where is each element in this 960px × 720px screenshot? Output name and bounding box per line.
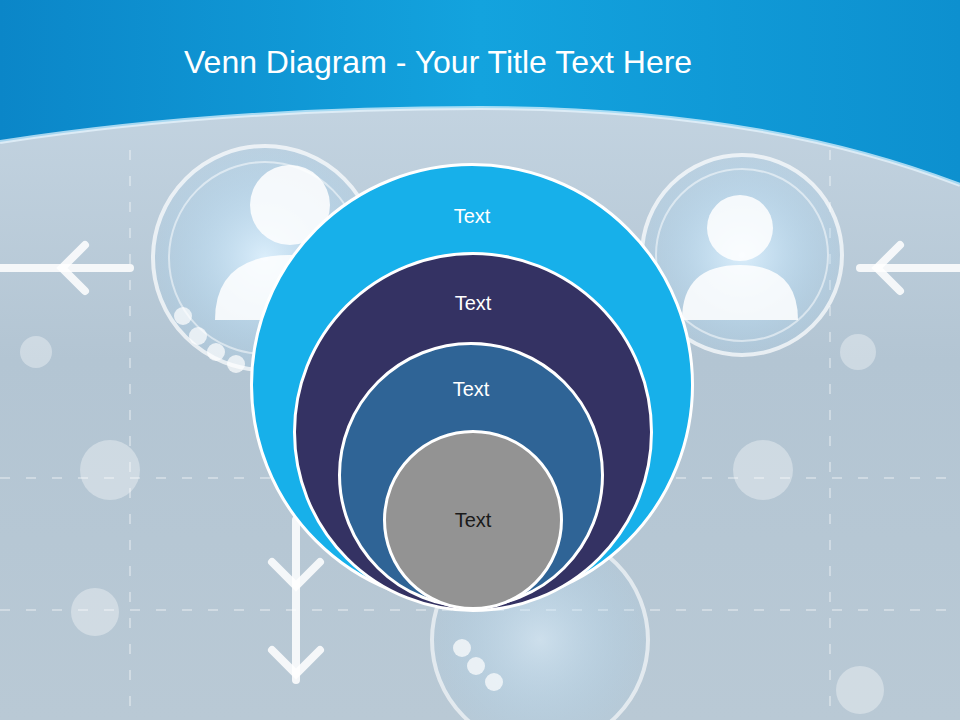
slide-title: Venn Diagram - Your Title Text Here [184, 42, 692, 82]
circle-label: Text [293, 291, 653, 315]
circle-label: Text [383, 508, 563, 532]
circle-label: Text [338, 377, 604, 401]
nested-circle: TextTextTextText [250, 163, 694, 607]
nested-circle: TextText [338, 342, 604, 608]
circle-label: Text [250, 204, 694, 228]
nested-circle: Text [383, 430, 563, 610]
person-icons [20, 146, 884, 720]
nested-circle: TextTextText [293, 252, 653, 612]
header-band [0, 0, 960, 185]
